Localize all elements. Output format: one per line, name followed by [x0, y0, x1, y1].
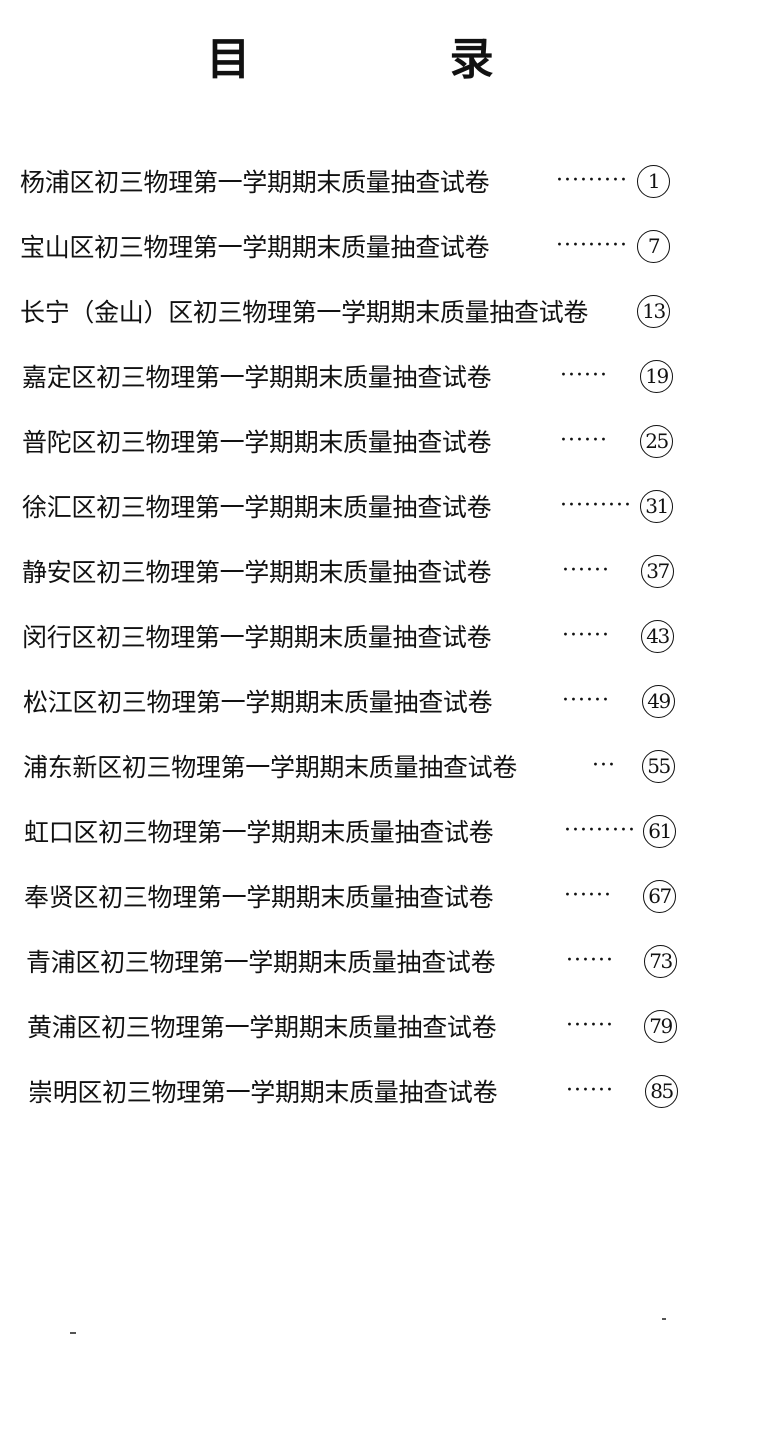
page-number-badge: 25 [640, 425, 673, 458]
toc-entry[interactable]: 长宁（金山）区初三物理第一学期期末质量抽查试卷 13 [0, 290, 780, 340]
page-number-badge: 1 [637, 165, 670, 198]
toc-dot-leader: ······ [566, 1013, 614, 1038]
toc-entry[interactable]: 普陀区初三物理第一学期期末质量抽查试卷 ······ 25 [0, 420, 780, 470]
scan-speck [662, 1318, 666, 1320]
toc-dot-leader: ······ [562, 558, 610, 583]
page-title: 目 录 [206, 34, 586, 85]
scan-speck [70, 1332, 76, 1334]
toc-entry-title: 青浦区初三物理第一学期期末质量抽查试卷 [26, 948, 496, 977]
toc-entry-title: 徐汇区初三物理第一学期期末质量抽查试卷 [22, 493, 492, 522]
toc-dot-leader: ········· [556, 233, 628, 258]
toc-entry-title: 黄浦区初三物理第一学期期末质量抽查试卷 [27, 1013, 497, 1042]
toc-entry[interactable]: 浦东新区初三物理第一学期期末质量抽查试卷 ··· 55 [0, 745, 780, 795]
toc-entry-title: 闵行区初三物理第一学期期末质量抽查试卷 [22, 623, 492, 652]
page-number-badge: 13 [637, 295, 670, 328]
toc-entry-title: 嘉定区初三物理第一学期期末质量抽查试卷 [22, 363, 492, 392]
toc-entry[interactable]: 奉贤区初三物理第一学期期末质量抽查试卷 ······ 67 [0, 875, 780, 925]
page-number-badge: 43 [641, 620, 674, 653]
page-number-badge: 79 [644, 1010, 677, 1043]
toc-entry-title: 长宁（金山）区初三物理第一学期期末质量抽查试卷 [20, 298, 589, 327]
page-number-badge: 61 [643, 815, 676, 848]
toc-entry-title: 虹口区初三物理第一学期期末质量抽查试卷 [24, 818, 494, 847]
toc-entry[interactable]: 松江区初三物理第一学期期末质量抽查试卷 ······ 49 [0, 680, 780, 730]
table-of-contents: 杨浦区初三物理第一学期期末质量抽查试卷 ········· 1 宝山区初三物理第… [0, 160, 780, 1140]
page-number-badge: 49 [642, 685, 675, 718]
toc-entry-title: 松江区初三物理第一学期期末质量抽查试卷 [23, 688, 493, 717]
page-number-badge: 19 [640, 360, 673, 393]
toc-dot-leader: ········· [556, 168, 628, 193]
toc-entry-title: 崇明区初三物理第一学期期末质量抽查试卷 [28, 1078, 498, 1107]
toc-entry-title: 宝山区初三物理第一学期期末质量抽查试卷 [20, 233, 490, 262]
toc-entry[interactable]: 杨浦区初三物理第一学期期末质量抽查试卷 ········· 1 [0, 160, 780, 210]
toc-dot-leader: ········· [564, 818, 636, 843]
toc-entry-title: 静安区初三物理第一学期期末质量抽查试卷 [22, 558, 492, 587]
toc-entry-title: 杨浦区初三物理第一学期期末质量抽查试卷 [20, 168, 490, 197]
toc-dot-leader: ······ [566, 1078, 614, 1103]
toc-entry-title: 浦东新区初三物理第一学期期末质量抽查试卷 [23, 753, 518, 782]
toc-entry-title: 普陀区初三物理第一学期期末质量抽查试卷 [22, 428, 492, 457]
page-number-badge: 85 [645, 1075, 678, 1108]
toc-dot-leader: ······ [564, 883, 612, 908]
toc-dot-leader: ······ [566, 948, 614, 973]
toc-entry[interactable]: 青浦区初三物理第一学期期末质量抽查试卷 ······ 73 [0, 940, 780, 990]
toc-dot-leader: ······ [562, 688, 610, 713]
page-number-badge: 55 [642, 750, 675, 783]
toc-entry[interactable]: 黄浦区初三物理第一学期期末质量抽查试卷 ······ 79 [0, 1005, 780, 1055]
toc-entry[interactable]: 宝山区初三物理第一学期期末质量抽查试卷 ········· 7 [0, 225, 780, 275]
page-number-badge: 37 [641, 555, 674, 588]
toc-entry[interactable]: 闵行区初三物理第一学期期末质量抽查试卷 ······ 43 [0, 615, 780, 665]
toc-entry-title: 奉贤区初三物理第一学期期末质量抽查试卷 [24, 883, 494, 912]
toc-entry[interactable]: 嘉定区初三物理第一学期期末质量抽查试卷 ······ 19 [0, 355, 780, 405]
toc-dot-leader: ······ [560, 363, 608, 388]
toc-entry[interactable]: 虹口区初三物理第一学期期末质量抽查试卷 ········· 61 [0, 810, 780, 860]
page-number-badge: 67 [643, 880, 676, 913]
page-number-badge: 73 [644, 945, 677, 978]
page-number-badge: 31 [640, 490, 673, 523]
toc-dot-leader: ······ [560, 428, 608, 453]
page-number-badge: 7 [637, 230, 670, 263]
toc-entry[interactable]: 静安区初三物理第一学期期末质量抽查试卷 ······ 37 [0, 550, 780, 600]
toc-dot-leader: ··· [592, 753, 616, 778]
toc-entry[interactable]: 徐汇区初三物理第一学期期末质量抽查试卷 ········· 31 [0, 485, 780, 535]
toc-entry[interactable]: 崇明区初三物理第一学期期末质量抽查试卷 ······ 85 [0, 1070, 780, 1120]
toc-dot-leader: ········· [560, 493, 632, 518]
toc-dot-leader: ······ [562, 623, 610, 648]
